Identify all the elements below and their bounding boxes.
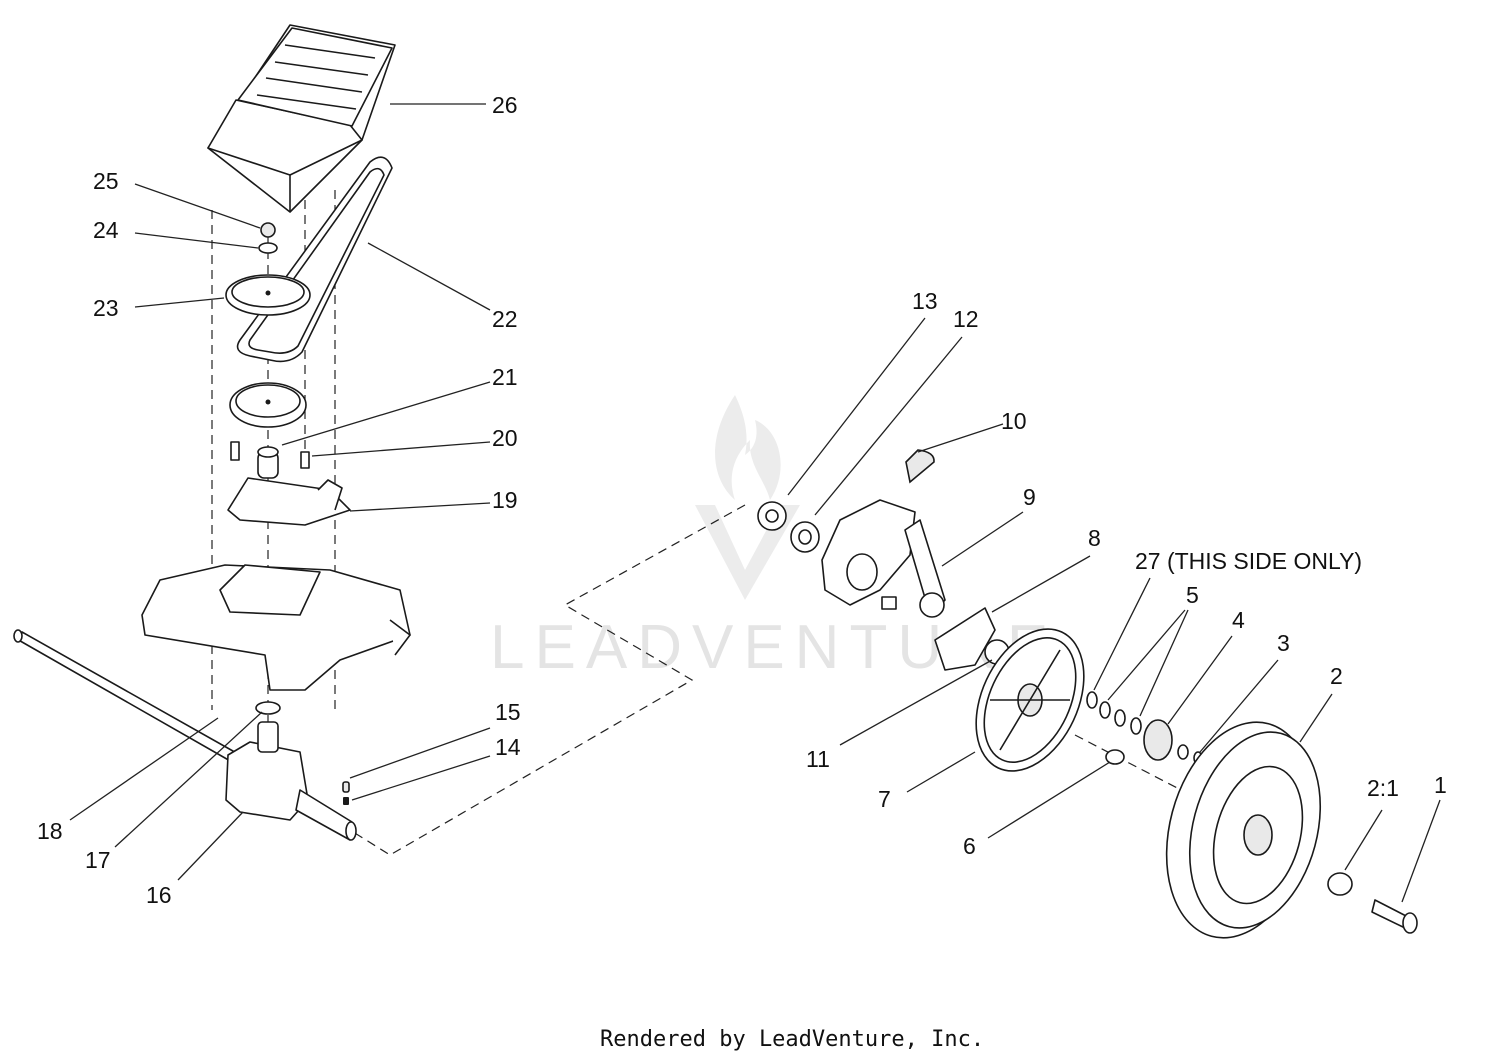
callout-13: 13 [912, 288, 938, 314]
axle-hardware [1086, 691, 1203, 765]
pawl [905, 449, 935, 484]
deck-housing [141, 564, 411, 691]
gearbox-washer [255, 701, 281, 715]
callout-11: 11 [806, 746, 830, 772]
gearbox [225, 721, 357, 841]
callout-18: 18 [37, 818, 63, 844]
roll-pin [343, 797, 349, 805]
callout-27: 27 (THIS SIDE ONLY) [1135, 548, 1362, 574]
callout-4: 4 [1232, 607, 1245, 633]
bracket [227, 477, 351, 526]
callout-16: 16 [146, 882, 172, 908]
callout-5: 5 [1186, 582, 1199, 608]
callout-20: 20 [492, 425, 518, 451]
callout-7: 7 [878, 786, 891, 812]
callout-9: 9 [1023, 484, 1036, 510]
callout-8: 8 [1088, 525, 1101, 551]
spacer-bolts [230, 441, 310, 479]
watermark-flame-icon [715, 395, 781, 500]
callout-26: 26 [492, 92, 518, 118]
callout-15: 15 [495, 699, 521, 725]
callout-22: 22 [492, 306, 518, 332]
hub-cap [975, 628, 1085, 772]
belt-cover [207, 24, 396, 213]
callout-21: 21 [492, 364, 518, 390]
callout-25: 25 [93, 168, 119, 194]
wheel-bolt [1327, 872, 1418, 934]
callout-10: 10 [1001, 408, 1027, 434]
callout-24: 24 [93, 217, 119, 243]
callout-14: 14 [495, 734, 521, 760]
bearings [757, 501, 820, 553]
nut-washer [258, 222, 278, 254]
callout-2-1: 2:1 [1367, 775, 1399, 801]
callout-6: 6 [963, 833, 976, 859]
callout-19: 19 [492, 487, 518, 513]
callout-2: 2 [1330, 663, 1343, 689]
footer-credit: Rendered by LeadVenture, Inc. [600, 1027, 984, 1052]
wheel [1165, 721, 1322, 939]
woodruff-key [342, 781, 350, 793]
pulleys [225, 274, 311, 428]
leader-lines [69, 103, 1441, 903]
callout-3: 3 [1277, 630, 1290, 656]
callout-12: 12 [953, 306, 979, 332]
callout-1: 1 [1434, 772, 1447, 798]
callouts: 26 25 24 23 22 21 20 19 18 17 16 15 14 1… [37, 92, 1447, 908]
shaft [13, 629, 241, 763]
callout-17: 17 [85, 847, 111, 873]
callout-23: 23 [93, 295, 119, 321]
